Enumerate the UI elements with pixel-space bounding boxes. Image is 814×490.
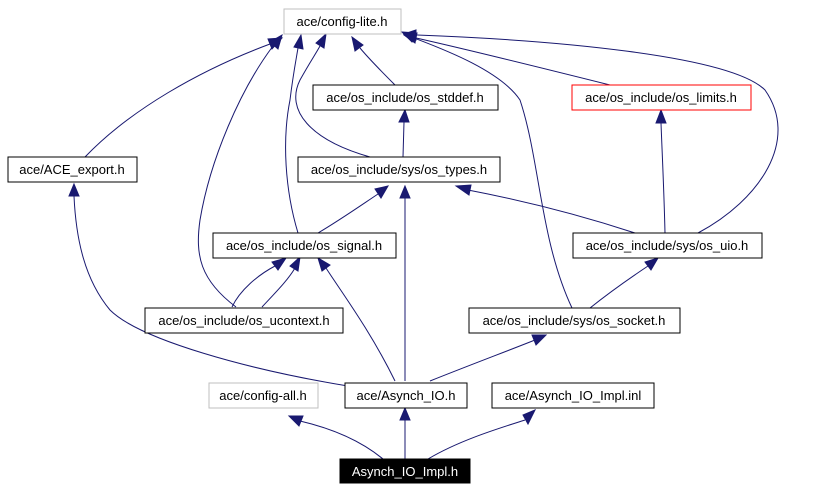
edge-root-impl-inl-arrow <box>522 409 537 426</box>
node-os-limits[interactable]: ace/os_include/os_limits.h <box>571 84 752 111</box>
node-asynch-io-impl-inl-label: ace/Asynch_IO_Impl.inl <box>505 388 642 403</box>
edge-ace-export-config-lite-arrow <box>267 37 284 50</box>
edge-asynch-io-os-signal-arrow <box>317 256 331 272</box>
edge-ucontext-config-lite <box>197 45 274 308</box>
edge-signal-os-types <box>317 193 379 234</box>
edge-uio-config-lite <box>416 34 779 234</box>
edge-asynch-io-os-socket <box>429 339 536 382</box>
node-os-types-label: ace/os_include/sys/os_types.h <box>311 162 487 177</box>
edge-ucontext-signal-a <box>231 265 276 308</box>
node-config-all[interactable]: ace/config-all.h <box>208 382 319 409</box>
edge-ucontext-signal-b <box>261 267 296 308</box>
edge-asynch-io-ace-export <box>73 195 349 387</box>
edge-signal-config-lite-arrow <box>293 33 304 50</box>
edge-asynch-io-os-signal <box>325 267 396 382</box>
edge-uio-limits-arrow <box>655 108 667 124</box>
node-config-lite[interactable]: ace/config-lite.h <box>283 8 402 35</box>
edge-types-config-lite <box>295 45 371 158</box>
edge-limits-config-lite-arrow <box>402 32 418 44</box>
node-os-uio[interactable]: ace/os_include/sys/os_uio.h <box>572 232 763 259</box>
node-asynch-io-label: ace/Asynch_IO.h <box>357 388 456 403</box>
node-asynch-io-impl-h: Asynch_IO_Impl.h <box>339 458 471 484</box>
edge-stddef-config-lite <box>359 47 396 86</box>
node-os-ucontext[interactable]: ace/os_include/os_ucontext.h <box>144 307 344 334</box>
edge-ucontext-signal-b-arrow <box>289 255 301 272</box>
edge-socket-uio-arrow <box>644 257 660 271</box>
edge-uio-os-types-arrow <box>454 184 472 196</box>
node-asynch-io-impl-h-label: Asynch_IO_Impl.h <box>352 464 458 479</box>
edge-signal-config-lite <box>285 47 299 234</box>
node-os-socket[interactable]: ace/os_include/sys/os_socket.h <box>468 307 681 334</box>
node-os-uio-label: ace/os_include/sys/os_uio.h <box>586 238 749 253</box>
node-os-stddef-label: ace/os_include/os_stddef.h <box>326 90 484 105</box>
edge-signal-os-types-arrow <box>374 185 390 199</box>
edge-limits-config-lite <box>415 37 611 86</box>
edges <box>68 29 779 460</box>
edge-root-config-all-arrow <box>287 415 304 427</box>
edge-socket-config-lite <box>413 37 573 309</box>
node-asynch-io-impl-inl[interactable]: ace/Asynch_IO_Impl.inl <box>491 382 655 409</box>
edge-types-config-lite-arrow <box>315 32 327 49</box>
edge-root-impl-inl <box>427 419 526 460</box>
node-os-signal-label: ace/os_include/os_signal.h <box>226 238 382 253</box>
node-asynch-io[interactable]: ace/Asynch_IO.h <box>344 382 468 409</box>
edge-ace-export-config-lite <box>84 43 271 158</box>
node-os-socket-label: ace/os_include/sys/os_socket.h <box>483 313 666 328</box>
node-os-stddef[interactable]: ace/os_include/os_stddef.h <box>312 84 499 111</box>
node-config-all-label: ace/config-all.h <box>219 388 306 403</box>
edge-asynch-io-os-socket-arrow <box>531 334 548 346</box>
node-ace-export[interactable]: ace/ACE_export.h <box>7 156 138 183</box>
edge-types-stddef <box>402 121 405 158</box>
node-os-signal[interactable]: ace/os_include/os_signal.h <box>212 232 397 259</box>
edge-root-config-all <box>299 420 384 460</box>
edge-types-stddef-arrow <box>398 108 410 123</box>
edge-uio-os-types <box>467 189 636 234</box>
edge-asynch-io-ace-export-arrow <box>68 182 80 197</box>
edge-ucontext-signal-a-arrow <box>271 257 288 271</box>
edge-uio-limits <box>660 122 666 234</box>
node-ace-export-label: ace/ACE_export.h <box>19 162 125 177</box>
edge-socket-uio <box>589 265 649 309</box>
edge-asynch-io-os-types-arrow <box>399 184 411 199</box>
node-os-types[interactable]: ace/os_include/sys/os_types.h <box>297 156 501 183</box>
nodes: ace/config-lite.h ace/os_include/os_stdd… <box>7 8 763 484</box>
edge-stddef-config-lite-arrow <box>351 35 364 52</box>
node-os-ucontext-label: ace/os_include/os_ucontext.h <box>158 313 329 328</box>
edge-root-asynch-io-arrow <box>399 406 411 421</box>
node-config-lite-label: ace/config-lite.h <box>296 14 387 29</box>
node-os-limits-label: ace/os_include/os_limits.h <box>585 90 737 105</box>
